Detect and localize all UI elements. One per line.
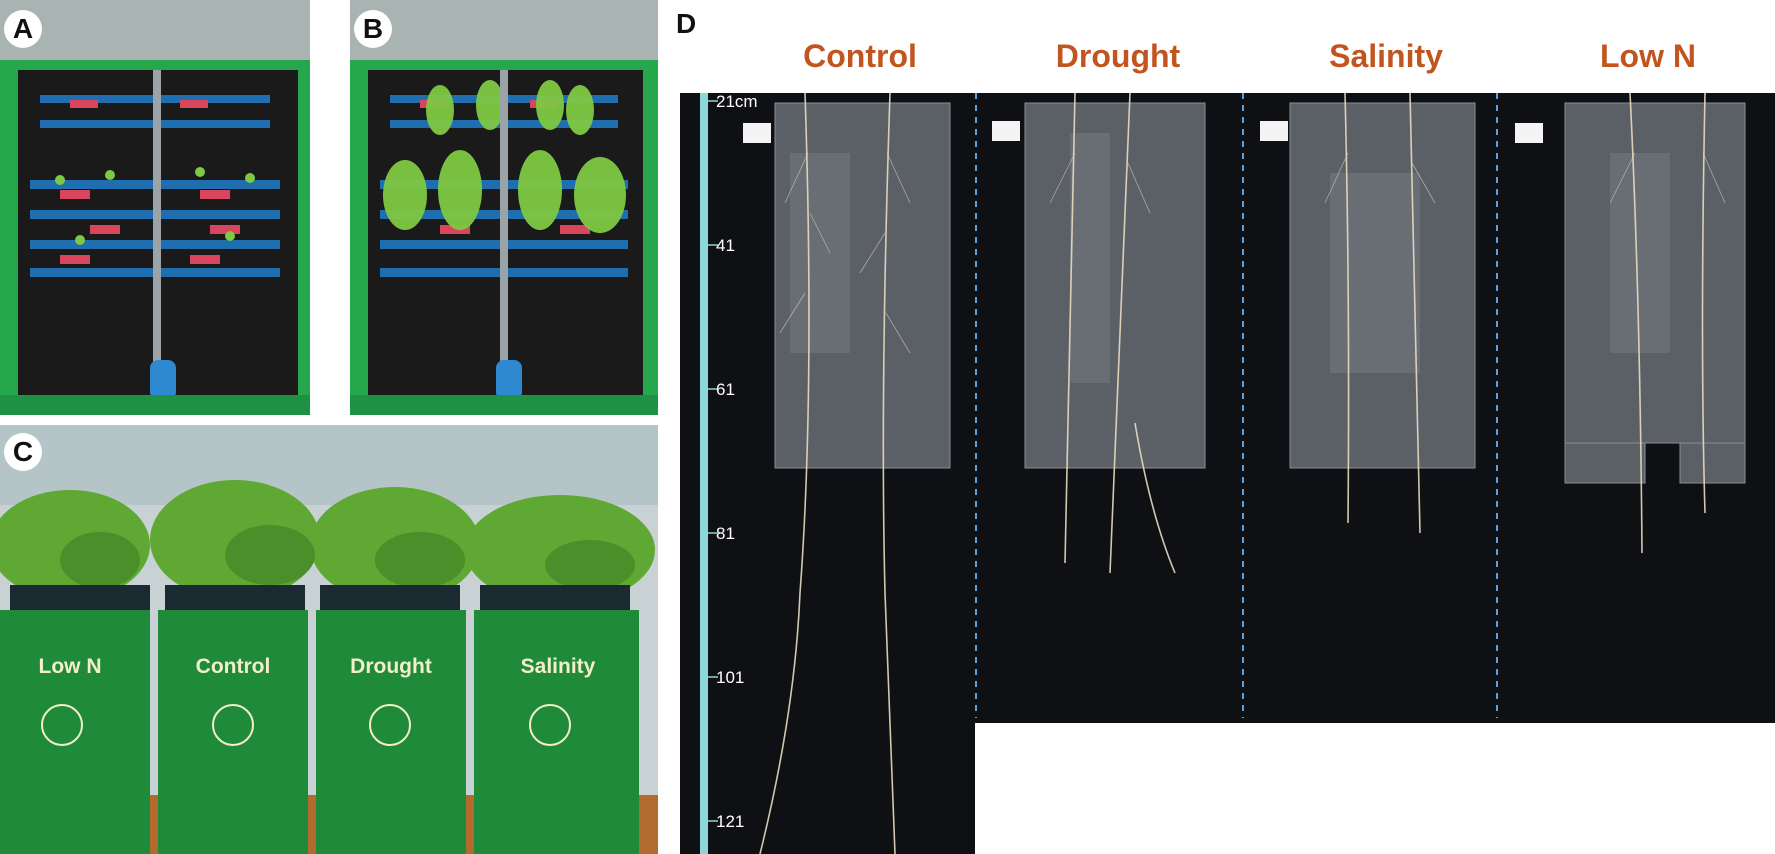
ruler-label-121: 121 [716, 812, 745, 831]
bin-label-drought: Drought [350, 655, 432, 678]
panel-letter-d: D [676, 8, 697, 39]
bin-label-salinity: Salinity [520, 655, 596, 678]
ruler-label-21cm: 21cm [716, 92, 758, 111]
condition-title-drought: Drought [1055, 38, 1181, 74]
panel-letter-c: C [4, 433, 42, 471]
hydroponic-tanks-seedlings-photo [0, 0, 310, 415]
condition-title-salinity: Salinity [1329, 38, 1443, 74]
condition-title-low-n: Low N [1600, 38, 1696, 74]
photo-panel-b: B [350, 0, 658, 415]
root-scan-photo [680, 93, 1775, 854]
hydroponic-tanks-grown-plants-photo [350, 0, 658, 415]
condition-title-control: Control [803, 38, 917, 74]
root-system-panel-d [680, 93, 1775, 854]
panel-letter-a: A [4, 10, 42, 48]
ruler-label-41: 41 [716, 236, 735, 255]
ruler-label-81: 81 [716, 524, 735, 543]
ruler-label-61: 61 [716, 380, 735, 399]
photo-panel-a: A [0, 0, 310, 415]
greenhouse-bins-photo [0, 425, 658, 854]
bin-label-control: Control [195, 655, 271, 678]
photo-panel-c: C Low N Control Drought Salinity [0, 425, 658, 854]
panel-letter-b: B [354, 10, 392, 48]
ruler-label-101: 101 [716, 668, 745, 687]
bin-label-low-n: Low N [38, 655, 102, 678]
